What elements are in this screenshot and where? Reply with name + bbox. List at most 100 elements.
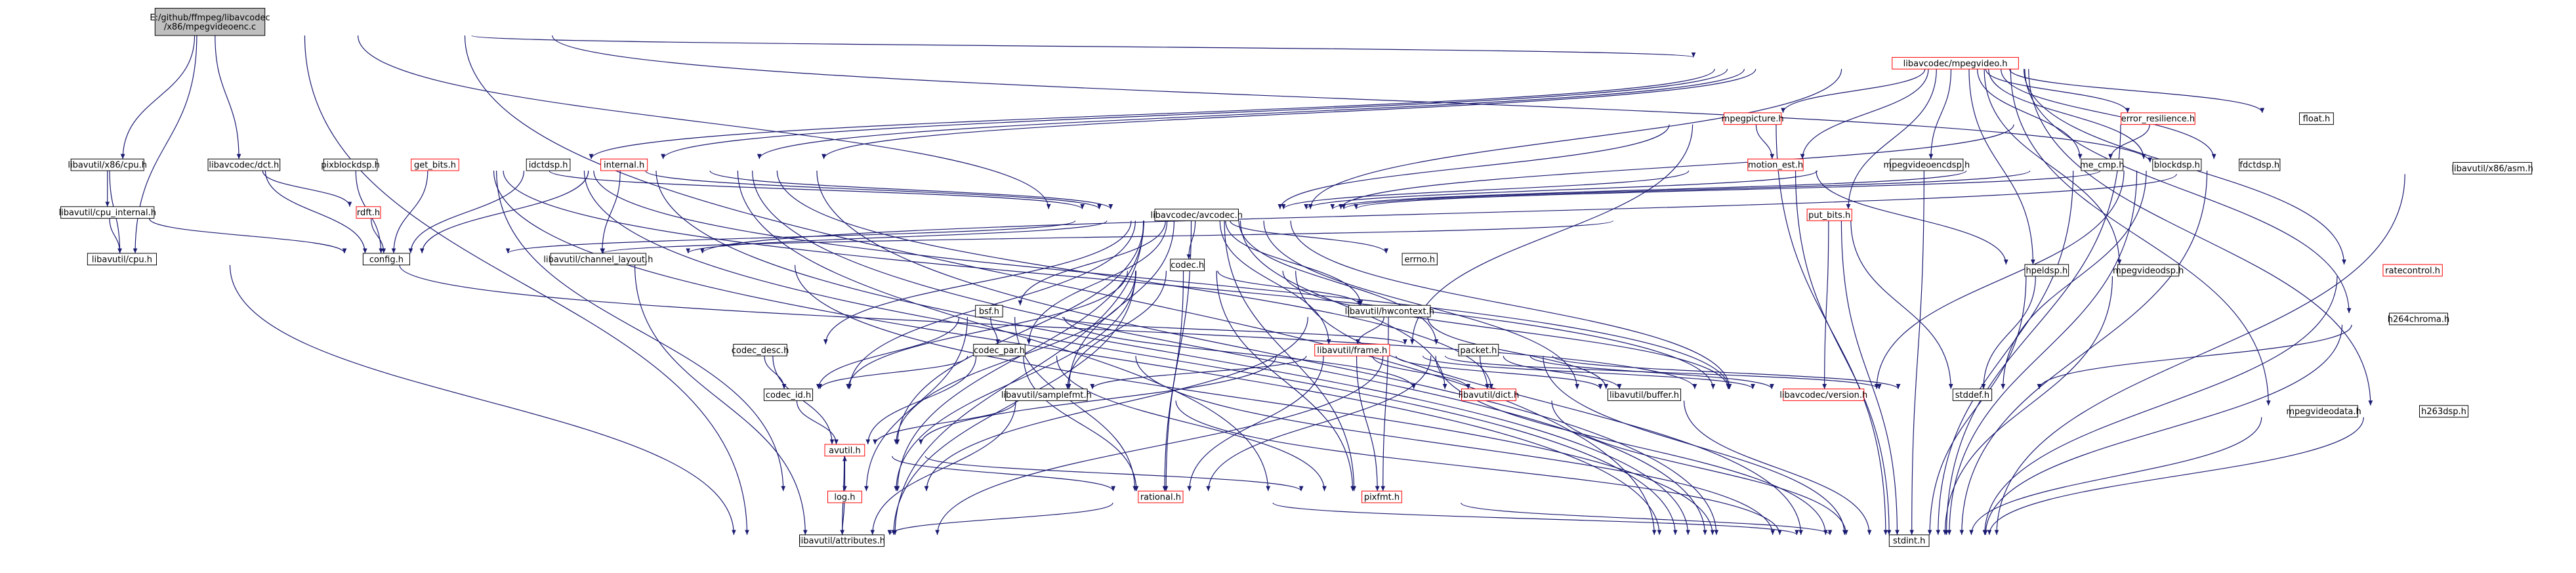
node-packet[interactable]: packet.h [1458,343,1499,356]
node-idctdsp[interactable]: idctdsp.h [526,158,571,171]
edge-avcodec-to-errno [1230,221,1389,254]
node-box [973,343,1026,356]
node-hpeldsp[interactable]: hpeldsp.h [2024,264,2069,277]
edge-mpegvideo-to-blockdsp [1988,69,2146,159]
node-version[interactable]: libavcodec/version.h [1779,389,1867,401]
edge-codec-to-version [1282,270,1731,389]
node-codec-desc[interactable]: codec_desc.h [732,343,789,356]
edge-root-to-attributes [304,35,749,535]
node-blockdsp[interactable]: blockdsp.h [2152,158,2202,171]
node-box [1402,253,1438,266]
node-hwcontext[interactable]: libavutil/hwcontext.h [1345,305,1434,318]
edge-me-cmp-to-avcodec [1330,170,1967,210]
edge-mpegvideo-to-get-bits [661,69,1728,159]
node-fdctdsp[interactable]: fdctdsp.h [2239,158,2281,171]
node-label: libavutil/hwcontext.h [1345,307,1434,317]
node-box [1723,112,1782,125]
node-mpegvideoencdsp[interactable]: mpegvideoencdsp.h [1883,158,1970,171]
edge-avcodec-to-attributes [892,221,1144,535]
node-label: blockdsp.h [2154,161,2200,171]
node-me-cmp[interactable]: me_cmp.h [2080,158,2125,171]
node-dct[interactable]: libavcodec/dct.h [207,158,281,171]
node-label: libavutil/cpu.h [92,255,152,265]
node-x86cpu[interactable]: libavutil/x86/cpu.h [68,158,147,171]
node-samplefmt[interactable]: libavutil/samplefmt.h [1001,389,1092,401]
node-label: float.h [2303,114,2331,124]
node-frame[interactable]: libavutil/frame.h [1314,343,1390,356]
node-label: get_bits.h [414,161,456,171]
node-label: libavcodec/dct.h [209,161,279,171]
node-stddef[interactable]: stddef.h [1952,389,1993,401]
node-avcodec[interactable]: libavcodec/avcodec.h [1150,209,1243,221]
edge-mpegvideo-to-mpegvideodata [2010,69,2271,406]
edge-put-bits-to-stddef [1850,221,1953,389]
node-avutil[interactable]: avutil.h [824,444,865,457]
node-codec[interactable]: codec.h [1170,259,1205,272]
node-box [1888,534,1930,547]
node-float[interactable]: float.h [2299,112,2334,125]
node-errno[interactable]: errno.h [1402,253,1438,266]
node-rational[interactable]: rational.h [1138,490,1184,503]
node-box [2382,264,2443,277]
node-dict[interactable]: libavutil/dict.h [1459,389,1520,401]
node-label: me_cmp.h [2080,161,2125,171]
edge-codec-to-rational [1162,270,1184,492]
node-put-bits[interactable]: put_bits.h [1806,209,1852,221]
node-box [1361,490,1402,503]
edge-avcodec-to-codec [1186,221,1196,259]
edge-avutil-to-pixfmt [924,456,1304,492]
node-h263dsp[interactable]: h263dsp.h [2419,405,2469,418]
node-box [2024,264,2069,277]
edge-avcodec-to-packet [1238,221,1439,345]
edge-root-to-avcodec [357,35,1051,209]
node-label: idctdsp.h [529,161,568,171]
node-label: libavutil/buffer.h [1610,391,1679,400]
node-label: libavutil/dict.h [1459,391,1520,400]
node-mpegvideo[interactable]: libavcodec/mpegvideo.h [1892,56,2019,70]
edge-h264chroma-to-stddef [2037,324,2352,389]
node-h264chroma[interactable]: h264chroma.h [2388,312,2449,326]
node-channel-layout[interactable]: libavutil/channel_layout.h [543,253,653,266]
node-bsf[interactable]: bsf.h [975,305,1003,318]
node-root[interactable]: E:/github/ffmpeg/libavcodec/x86/mpegvide… [150,8,270,36]
node-cpu-internal[interactable]: libavutil/cpu_internal.h [58,206,156,219]
node-label: error_resilience.h [2121,114,2195,124]
node-internal[interactable]: internal.h [600,158,648,171]
node-error-resilience[interactable]: error_resilience.h [2121,112,2195,125]
node-cpu[interactable]: libavutil/cpu.h [87,253,157,266]
node-mpegvideodata[interactable]: mpegvideodata.h [2286,405,2361,418]
node-x86asm[interactable]: libavutil/x86/asm.h [2451,161,2533,175]
node-mpegpicture[interactable]: mpegpicture.h [1722,112,1784,125]
node-box [323,158,378,171]
node-mpegvideodsp[interactable]: mpegvideodsp.h [2113,264,2184,277]
node-config[interactable]: config.h [362,253,410,266]
node-label: libavcodec/avcodec.h [1150,211,1243,221]
node-attributes[interactable]: libavutil/attributes.h [799,534,885,547]
edge-pixblockdsp-to-stddef [593,170,1732,389]
node-codec-id[interactable]: codec_id.h [763,389,814,401]
node-box [1783,389,1865,401]
node-get-bits[interactable]: get_bits.h [411,158,459,171]
edge-error-resilience-to-me-cmp [2108,124,2150,159]
node-rdft[interactable]: rdft.h [356,206,381,219]
node-log[interactable]: log.h [827,490,862,503]
edge-root-to-stdint [464,35,1657,535]
node-buffer[interactable]: libavutil/buffer.h [1607,389,1682,401]
node-stdint[interactable]: stdint.h [1888,534,1930,547]
node-pixblockdsp[interactable]: pixblockdsp.h [321,158,380,171]
node-label: mpegvideodsp.h [2113,266,2184,276]
node-box [975,305,1003,318]
edge-get-bits-to-log [496,171,786,492]
node-label: codec_par.h [974,346,1025,356]
edge-frame-to-version [1422,355,1755,390]
edge-avcodec-to-bsf [1018,221,1166,306]
node-label: libavutil/frame.h [1317,346,1387,356]
edge-internal-to-buffer [776,171,1494,389]
node-codec-par[interactable]: codec_par.h [973,343,1026,356]
node-label: hpeldsp.h [2025,266,2067,276]
node-ratecontrol[interactable]: ratecontrol.h [2382,264,2443,277]
node-motion-est[interactable]: motion_est.h [1747,158,1804,171]
node-label: bsf.h [979,307,999,317]
node-pixfmt[interactable]: pixfmt.h [1361,490,1402,503]
node-box [2117,264,2180,277]
